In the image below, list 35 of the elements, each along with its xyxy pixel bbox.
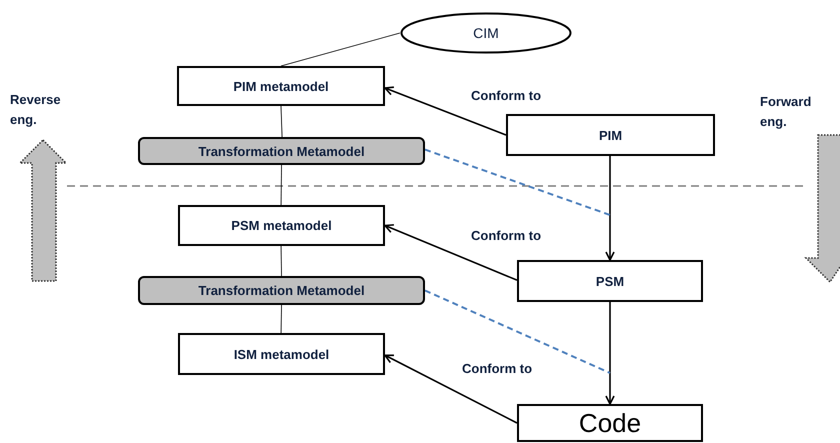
direction-label: Reverse eng. [10,91,62,129]
node-label: Code [578,410,642,436]
node-label: Transformation Metamodel [198,144,365,158]
arrow [384,224,518,281]
node-label: Transformation Metamodel [198,283,365,298]
edge-label: Conform to [470,228,542,243]
model-box [178,205,385,246]
arrow [384,354,518,424]
dashed-line [424,148,610,216]
node-label: PSM [596,274,624,288]
connector-line [280,304,282,334]
connector-line [280,164,282,206]
connector-line [280,106,282,138]
model-box [506,114,715,156]
connector-line [280,32,400,66]
node-label: ISM metamodel [234,346,330,362]
model-box [178,333,385,375]
connector-line [280,246,282,276]
model-box [177,66,385,106]
ellipse-node [400,12,572,54]
direction-label: Forward eng. [760,93,812,131]
arrow [605,156,615,261]
arrow [384,86,506,136]
dashed-line [424,290,610,374]
node-label: PIM metamodel [233,78,329,94]
arrow [605,302,615,405]
edge-label: Conform to [470,88,542,103]
node-label: CIM [473,25,499,41]
model-box [517,404,703,442]
node-label: PIM [598,128,622,142]
transformation-box [138,137,425,165]
transformation-box [138,276,425,305]
model-box [517,260,703,302]
node-label: PSM metamodel [231,218,332,233]
edge-label: Conform to [461,361,534,376]
